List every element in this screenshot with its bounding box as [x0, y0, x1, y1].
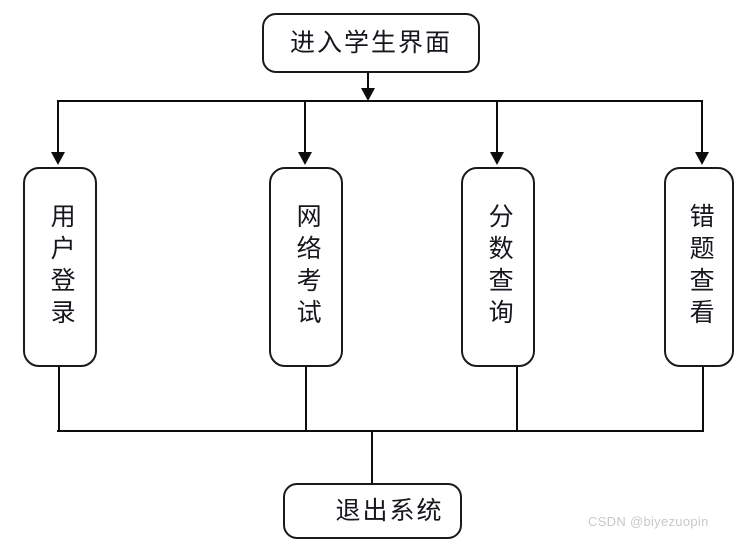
connector-bar-to-branch-3 [496, 100, 498, 152]
connector-merge-to-terminal [371, 430, 373, 483]
arrowhead-branch-2 [298, 152, 312, 165]
node-root-label: 进入学生界面 [289, 29, 452, 57]
node-branch-1[interactable]: 用户登录 [23, 167, 97, 367]
arrowhead-branch-3 [490, 152, 504, 165]
arrowhead-branch-1 [51, 152, 65, 165]
connector-bar-to-branch-1 [57, 100, 59, 152]
connector-branch-3-to-merge [516, 367, 518, 432]
arrowhead-root-to-bar [361, 88, 375, 101]
connector-branch-4-to-merge [702, 367, 704, 432]
merge-bar [57, 430, 703, 432]
connector-bar-to-branch-4 [701, 100, 703, 152]
node-branch-4[interactable]: 错题查看 [664, 167, 734, 367]
arrowhead-branch-4 [695, 152, 709, 165]
node-terminal[interactable]: 退出系统 [283, 483, 462, 539]
node-branch-2[interactable]: 网络考试 [269, 167, 343, 367]
node-branch-3-label: 分数查询 [485, 203, 513, 331]
connector-branch-1-to-merge [58, 367, 60, 432]
node-branch-2-label: 网络考试 [293, 203, 321, 331]
connector-bar-to-branch-2 [304, 100, 306, 152]
node-branch-3[interactable]: 分数查询 [461, 167, 535, 367]
connector-root-to-bar [367, 73, 369, 95]
watermark-csdn: CSDN @biyezuopin [588, 514, 709, 529]
node-branch-4-label: 错题查看 [686, 203, 714, 331]
distribution-bar [57, 100, 703, 102]
connector-branch-2-to-merge [305, 367, 307, 432]
node-root[interactable]: 进入学生界面 [262, 13, 480, 73]
node-terminal-label: 退出系统 [335, 497, 444, 525]
node-branch-1-label: 用户登录 [47, 203, 75, 331]
